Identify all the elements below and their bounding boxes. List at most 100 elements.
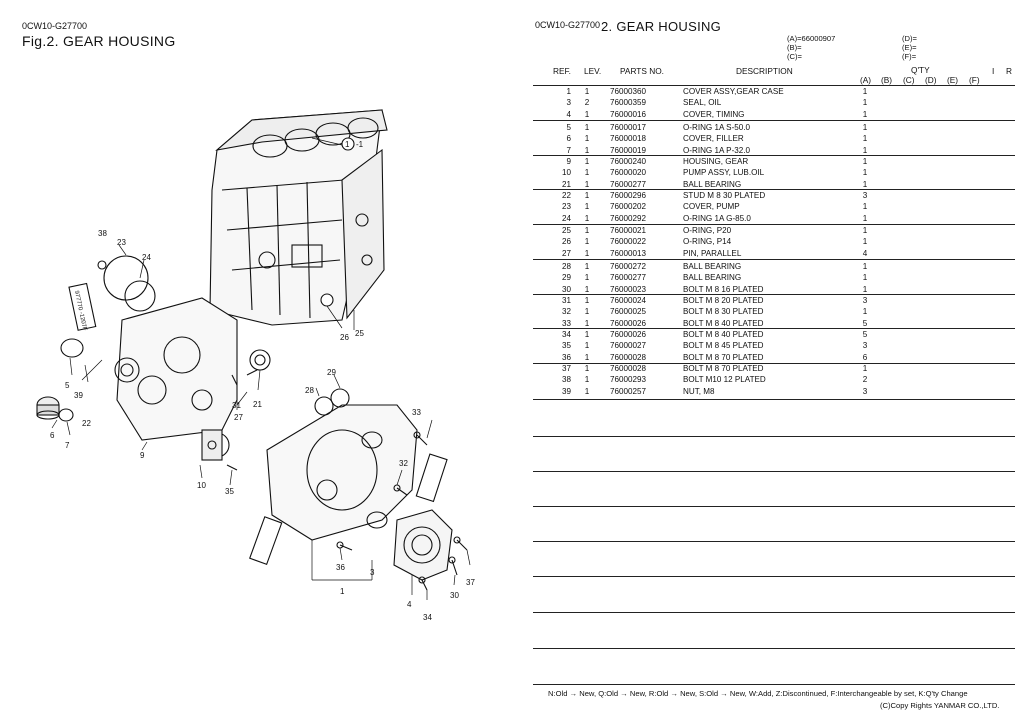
- cell-no: 76000240: [610, 157, 647, 166]
- pump-cover-drawing: [103, 255, 149, 301]
- cell-qa: 1: [862, 157, 868, 166]
- header-r: R: [1006, 66, 1012, 76]
- cell-qa: 1: [862, 87, 868, 96]
- cell-qa: 1: [862, 226, 868, 235]
- header-qty: Q'TY: [911, 65, 930, 75]
- cell-ref: 7: [566, 145, 571, 155]
- cell-lev: 1: [584, 168, 590, 178]
- cell-desc: COVER, FILLER: [683, 134, 744, 144]
- row-rule: [533, 189, 1015, 190]
- cell-no: 76000023: [610, 284, 647, 294]
- header-qty-a: (A): [860, 75, 872, 85]
- cell-no: 76000021: [610, 226, 647, 235]
- cell-ref: 28: [561, 262, 571, 271]
- cell-desc: BOLT M 8 40 PLATED: [683, 318, 764, 328]
- callout-28: 28: [305, 386, 314, 395]
- cell-ref: 27: [561, 248, 571, 258]
- cell-desc: COVER, PUMP: [683, 202, 740, 212]
- header-lev: LEV.: [584, 66, 602, 76]
- timing-cover-drawing: [266, 404, 418, 541]
- cell-lev: 1: [584, 352, 590, 362]
- callout-29: 29: [327, 368, 336, 377]
- cell-ref: 26: [561, 237, 571, 247]
- callout-31: 31: [232, 401, 241, 410]
- cell-qa: 1: [862, 364, 868, 373]
- cell-ref: 3: [566, 98, 571, 108]
- cell-ref: 21: [561, 179, 571, 189]
- cell-ref: 10: [561, 168, 571, 178]
- callout-5: 5: [65, 381, 70, 390]
- cell-ref: 1: [566, 87, 571, 96]
- cell-no: 76000293: [610, 375, 647, 385]
- cell-no: 76000257: [610, 386, 647, 396]
- row-rule: [533, 399, 1015, 400]
- cell-lev: 1: [584, 202, 590, 212]
- cell-lev: 1: [584, 191, 590, 200]
- cell-ref: 37: [561, 364, 571, 373]
- callout-30: 30: [450, 591, 459, 600]
- cell-qa: 3: [862, 341, 868, 351]
- cell-ref: 29: [561, 273, 571, 283]
- row-rule: [533, 363, 1015, 364]
- cell-desc: COVER, TIMING: [683, 109, 745, 119]
- callout-1-bottom: 1: [340, 587, 345, 596]
- cell-desc: BOLT M 8 30 PLATED: [683, 307, 764, 317]
- cell-lev: 1: [584, 341, 590, 351]
- cell-no: 76000019: [610, 145, 647, 155]
- engine-block-drawing: [209, 109, 388, 326]
- row-rule: [533, 506, 1015, 507]
- cell-qa: 3: [862, 296, 868, 305]
- cell-qa: 1: [862, 213, 868, 223]
- cell-desc: BOLT M 8 70 PLATED: [683, 352, 764, 362]
- row-rule: [533, 576, 1015, 577]
- cell-ref: 6: [566, 134, 571, 144]
- o-ring-drawing: [124, 280, 156, 312]
- row-rule: [533, 155, 1015, 156]
- cell-qa: 1: [862, 134, 868, 144]
- cell-no: 76000360: [610, 87, 647, 96]
- cell-ref: 33: [561, 318, 571, 328]
- cell-no: 76000277: [610, 179, 647, 189]
- exploded-parts-diagram: 977770 -1207F: [36, 109, 475, 622]
- footer-copyright: (C)Copy Rights YANMAR CO.,LTD.: [880, 701, 1000, 710]
- cell-qa: 1: [862, 179, 868, 189]
- callout-33: 33: [412, 408, 421, 417]
- cell-lev: 1: [584, 386, 590, 396]
- cell-desc: BOLT M 8 16 PLATED: [683, 284, 764, 294]
- cell-no: 76000272: [610, 262, 647, 271]
- callout-21: 21: [253, 400, 262, 409]
- sealant-tube-drawing: 977770 -1207F: [68, 282, 97, 332]
- cell-no: 76000296: [610, 191, 647, 200]
- cell-no: 76000026: [610, 330, 647, 339]
- cell-desc: BALL BEARING: [683, 179, 742, 189]
- cell-lev: 1: [584, 109, 590, 119]
- row-rule: [533, 294, 1015, 295]
- cell-ref: 32: [561, 307, 571, 317]
- figure-title: Fig.2. GEAR HOUSING: [22, 33, 176, 49]
- cell-desc: O-RING 1A P-32.0: [683, 145, 751, 155]
- cell-no: 76000025: [610, 307, 647, 317]
- cell-no: 76000016: [610, 109, 647, 119]
- callout-27: 27: [234, 413, 243, 422]
- cell-no: 76000027: [610, 341, 647, 351]
- cell-desc: BOLT M10 12 PLATED: [683, 375, 766, 385]
- cell-no: 76000018: [610, 134, 647, 144]
- row-rule: [533, 541, 1015, 542]
- cell-qa: 1: [862, 145, 868, 155]
- model-code-e: (E)=: [902, 43, 917, 52]
- cell-qa: 4: [862, 248, 868, 258]
- row-rule: [533, 612, 1015, 613]
- cell-qa: 6: [862, 352, 868, 362]
- model-code-f: (F)=: [902, 52, 917, 61]
- cell-no: 76000277: [610, 273, 647, 283]
